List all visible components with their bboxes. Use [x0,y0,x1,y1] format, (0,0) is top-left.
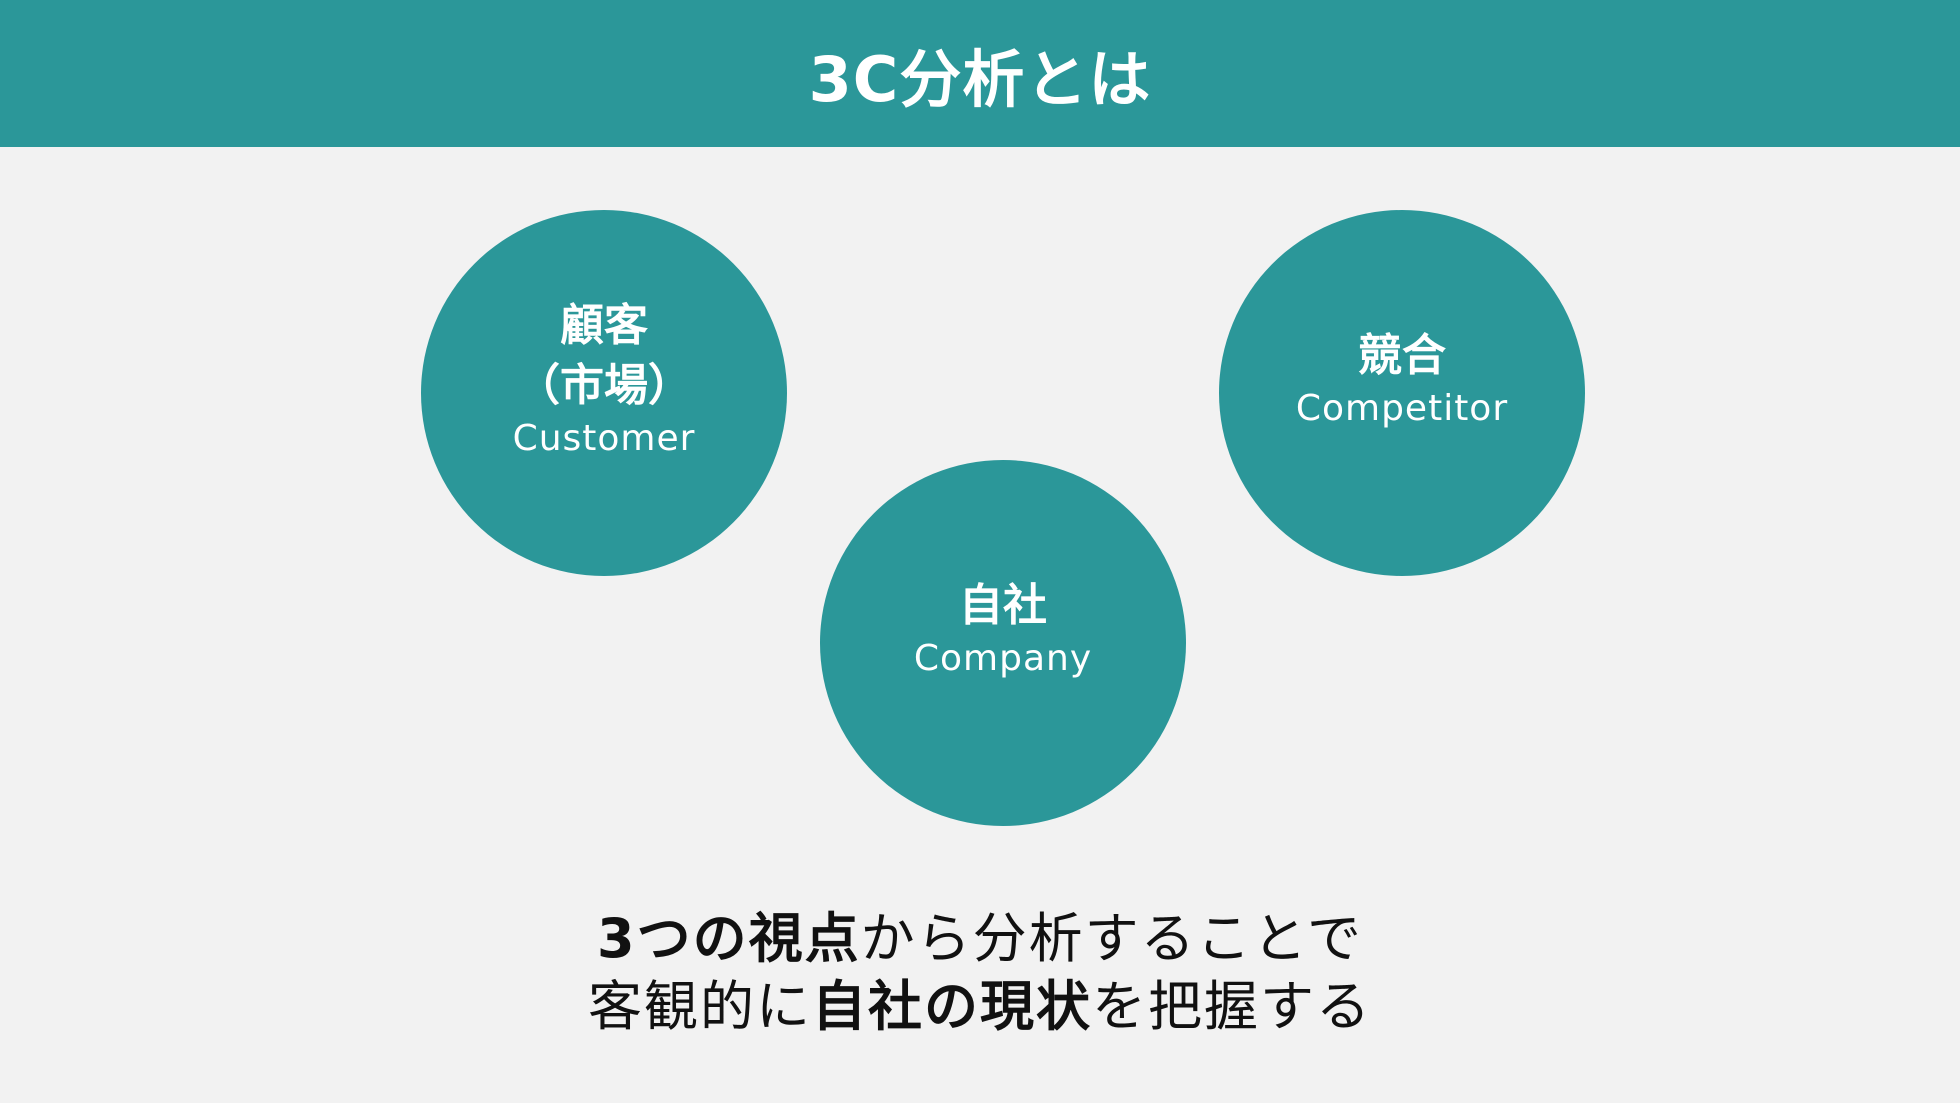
summary-text-segment: を把握する [1092,975,1372,1038]
summary-emphasis: 自社の現状 [812,975,1092,1038]
competitor-circle-content: 競合 Competitor [1296,326,1508,432]
customer-circle: 顧客 （市場） Customer [421,210,787,576]
competitor-circle: 競合 Competitor [1219,210,1585,576]
company-circle-content: 自社 Company [914,576,1092,682]
summary-emphasis: 3つの視点 [597,907,861,970]
customer-label-jp-sub: （市場） [516,360,692,411]
summary-text-segment: 客観的に [588,975,812,1038]
page-title: 3C分析とは [808,42,1152,116]
customer-label-jp: 顧客 [560,300,648,351]
competitor-label-jp: 競合 [1357,330,1446,381]
company-label-en: Company [913,638,1093,679]
summary-text: 3つの視点から分析することで 客観的に自社の現状を把握する [0,905,1960,1041]
competitor-label-en: Competitor [1295,388,1509,429]
title-banner: 3C分析とは [0,0,1960,147]
summary-text-segment: から分析することで [860,907,1363,970]
customer-circle-content: 顧客 （市場） Customer [513,296,696,462]
customer-label-en: Customer [512,418,696,459]
summary-line-2: 客観的に自社の現状を把握する [0,973,1960,1041]
company-circle: 自社 Company [820,460,1186,826]
company-label-jp: 自社 [958,580,1047,631]
summary-line-1: 3つの視点から分析することで [0,905,1960,973]
